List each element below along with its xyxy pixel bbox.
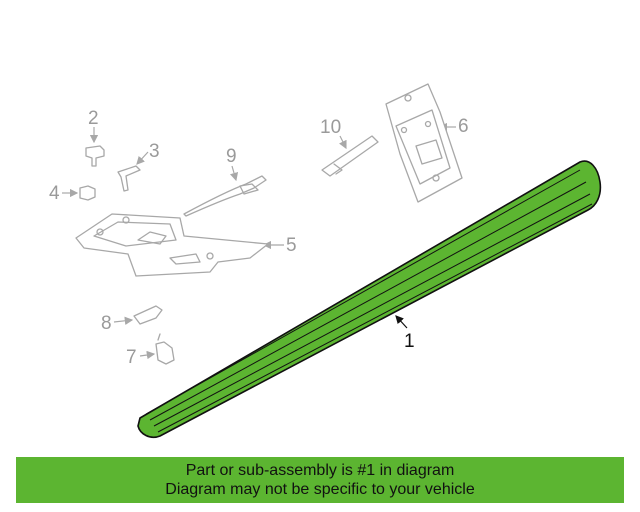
part-1-running-board: 1 <box>137 160 602 439</box>
callout-8: 8 <box>101 313 112 334</box>
callout-2: 2 <box>88 108 99 129</box>
callout-5: 5 <box>286 235 297 256</box>
part-4-nut: 4 <box>49 183 96 204</box>
part-7-bolt: 7 <box>126 333 175 368</box>
callout-9: 9 <box>226 146 237 167</box>
parts-diagram: 2 3 4 9 5 10 6 <box>49 83 602 439</box>
part-6-support-bracket: 6 <box>385 83 469 203</box>
part-8-clip: 8 <box>101 305 163 334</box>
callout-6: 6 <box>458 116 469 137</box>
part-2-clip: 2 <box>85 108 105 167</box>
part-9-strap: 9 <box>183 146 267 217</box>
part-info-banner: Part or sub-assembly is #1 in diagram Di… <box>16 457 624 503</box>
callout-10: 10 <box>320 117 341 138</box>
part-5-mounting-bracket: 5 <box>75 213 297 277</box>
callout-3: 3 <box>149 141 160 162</box>
callout-7: 7 <box>126 347 137 368</box>
banner-line-2: Diagram may not be specific to your vehi… <box>165 481 475 498</box>
part-10-bolt-bracket: 10 <box>320 117 379 177</box>
callout-4: 4 <box>49 183 60 204</box>
part-3-bracket: 3 <box>117 141 160 192</box>
banner-line-1: Part or sub-assembly is #1 in diagram <box>185 462 455 479</box>
callout-1: 1 <box>404 331 415 352</box>
